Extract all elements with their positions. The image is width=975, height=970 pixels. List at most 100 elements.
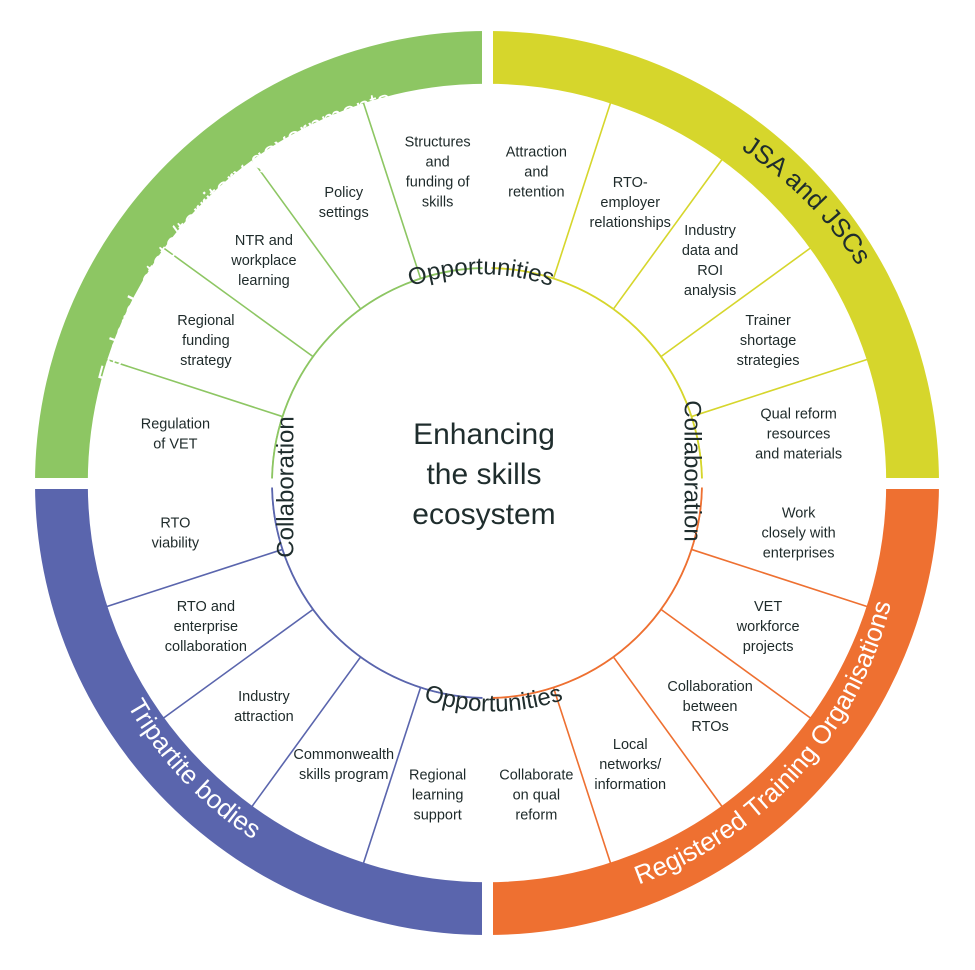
item-label-tl-3: Policy settings: [319, 185, 369, 221]
item-label-line: RTOs: [691, 719, 728, 735]
item-label-br-0: Work closely with enterprises: [762, 505, 836, 561]
item-label-tr-3: Trainer shortage strategies: [737, 313, 800, 369]
item-label-line: closely with: [762, 525, 836, 541]
item-label-line: NTR and: [235, 233, 293, 249]
item-label-line: employer: [600, 195, 660, 211]
collaboration-left: Collaboration: [272, 416, 299, 557]
center-title-line-3: ecosystem: [412, 498, 555, 531]
item-label-bl-2: Industry attraction: [234, 689, 294, 725]
item-label-tl-1: Regional funding strategy: [177, 313, 234, 369]
item-label-bl-0: RTO viability: [152, 515, 200, 551]
item-label-line: on qual: [513, 788, 561, 804]
item-label-line: and materials: [755, 447, 842, 463]
item-label-line: relationships: [590, 215, 671, 231]
segment-divider: [691, 548, 868, 608]
item-label-line: resources: [767, 427, 831, 443]
segment-divider: [660, 247, 812, 358]
segment-divider: [162, 247, 314, 358]
segment-divider: [251, 158, 362, 310]
item-label-br-4: Collaborate on qual reform: [499, 768, 573, 824]
segment-divider: [660, 608, 812, 719]
item-label-tl-2: NTR and workplace learning: [230, 233, 296, 289]
item-label-line: enterprises: [763, 545, 835, 561]
item-label-line: Regional: [409, 768, 466, 784]
item-label-line: learning: [238, 273, 290, 289]
item-label-line: networks/: [599, 757, 662, 773]
item-label-line: RTO and: [177, 599, 235, 615]
item-label-line: enterprise: [174, 619, 238, 635]
item-label-line: skills: [422, 194, 453, 210]
item-label-tl-0: Regulation of VET: [141, 417, 210, 453]
item-label-line: support: [413, 808, 461, 824]
inner-arc-tl: [271, 267, 483, 479]
item-label-line: ROI: [697, 263, 723, 279]
item-label-line: Policy: [324, 185, 363, 201]
item-label-line: information: [594, 777, 666, 793]
item-label-line: retention: [508, 184, 564, 200]
item-label-line: RTO: [160, 515, 190, 531]
item-label-line: of VET: [153, 437, 197, 453]
item-label-line: funding: [182, 333, 230, 349]
item-label-line: strategies: [737, 353, 800, 369]
item-label-line: viability: [152, 535, 200, 551]
segment-divider: [691, 358, 868, 418]
item-label-line: attraction: [234, 709, 294, 725]
item-label-line: Regional: [177, 313, 234, 329]
item-label-line: strategy: [180, 353, 232, 369]
item-label-line: Structures: [405, 134, 471, 150]
item-label-br-3: Local networks/information: [594, 737, 666, 793]
segment-divider: [552, 102, 612, 279]
item-label-line: Collaboration: [667, 679, 752, 695]
item-label-line: Trainer: [745, 313, 791, 329]
item-label-line: Local: [613, 737, 648, 753]
item-label-line: Industry: [684, 223, 736, 239]
item-label-line: analysis: [684, 283, 736, 299]
inner-arc-tr: [491, 267, 703, 479]
center-title-line-1: Enhancing: [413, 418, 555, 451]
item-label-line: settings: [319, 205, 369, 221]
segment-divider: [106, 548, 283, 608]
segment-divider: [106, 358, 283, 418]
item-label-bl-1: RTO and enterprise collaboration: [165, 599, 247, 655]
item-label-line: Work: [782, 505, 816, 521]
item-label-line: Collaborate: [499, 768, 573, 784]
item-label-tr-1: RTO-employer relationships: [590, 175, 671, 231]
item-label-line: workplace: [230, 253, 296, 269]
item-label-line: funding of: [406, 174, 471, 190]
inner-arc-br: [491, 487, 703, 699]
item-label-line: Industry: [238, 689, 290, 705]
item-label-line: shortage: [740, 333, 796, 349]
item-label-line: reform: [515, 808, 557, 824]
item-segments: [86, 82, 888, 884]
item-label-line: Regulation: [141, 417, 210, 433]
item-label-line: between: [683, 699, 738, 715]
item-labels: Regulation of VET Regional funding strategy N…: [141, 134, 842, 823]
item-label-bl-3: Commonwealth skills program: [293, 747, 394, 783]
inner-arc-bl: [271, 487, 483, 699]
item-label-line: skills program: [299, 767, 388, 783]
segment-divider: [362, 102, 422, 279]
item-label-line: Commonwealth: [293, 747, 394, 763]
segment-divider: [362, 687, 422, 864]
segment-divider: [251, 656, 362, 808]
item-label-line: Attraction: [506, 144, 567, 160]
item-label-line: VET: [754, 599, 782, 615]
segment-divider: [612, 158, 723, 310]
item-label-line: workforce: [736, 619, 800, 635]
item-label-line: projects: [743, 639, 794, 655]
center-title-line-2: the skills: [426, 458, 541, 491]
collaboration-right: Collaboration: [679, 400, 706, 541]
item-label-line: collaboration: [165, 639, 247, 655]
item-label-line: RTO-: [613, 175, 648, 191]
segment-divider: [552, 687, 612, 864]
segment-divider: [162, 608, 314, 719]
segment-divider: [612, 656, 723, 808]
